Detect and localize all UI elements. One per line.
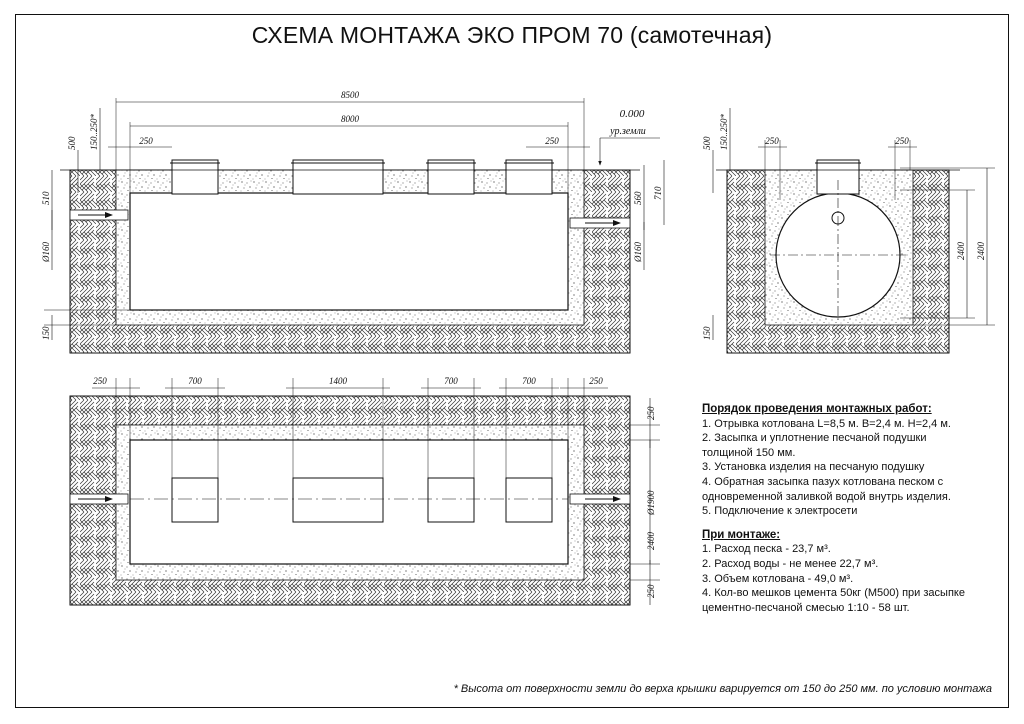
notes-heading-procedure: Порядок проведения монтажных работ: xyxy=(702,403,932,415)
item-4-cont: цементно-песчаной смесью 1:10 - 58 шт. xyxy=(702,601,910,614)
step-4-cont: одновременной заливкой водой внутрь изде… xyxy=(702,490,951,503)
ground-level: 0.000 xyxy=(620,108,645,120)
step-2-cont: толщиной 150 мм. xyxy=(702,446,796,459)
dim-side-510: 510 xyxy=(41,191,51,205)
dim-end-h-inner: 2400 xyxy=(956,242,966,261)
side-hatch-3 xyxy=(427,159,475,195)
dim-end-h-outer: 2400 xyxy=(976,242,986,261)
dim-side-outlet: Ø160 xyxy=(633,242,643,263)
dim-side-710: 710 xyxy=(653,186,663,200)
dim-plan-width: 2400 xyxy=(646,532,656,551)
side-tank xyxy=(129,192,569,311)
dim-plan-diameter: Ø1900 xyxy=(646,490,656,516)
dim-side-right-gap: 250 xyxy=(545,136,559,146)
side-hatch-1 xyxy=(171,159,219,195)
step-5: 5. Подключение к электросети xyxy=(702,505,858,518)
page-title: СХЕМА МОНТАЖА ЭКО ПРОМ 70 (самотечная) xyxy=(251,22,773,48)
step-4: 4. Обратная засыпка пазух котлована песк… xyxy=(702,475,944,488)
item-4: 4. Кол-во мешков цемента 50кг (М500) при… xyxy=(702,587,965,600)
footnote: * Высота от поверхности земли до верха к… xyxy=(453,683,992,695)
dim-plan-hatch1: 700 xyxy=(188,376,202,386)
dim-end-cover: 500 xyxy=(702,136,712,150)
dim-side-cover-var: 150..250* xyxy=(89,114,99,151)
dim-side-cover: 500 xyxy=(67,136,77,150)
side-hatch-4 xyxy=(505,159,553,195)
dim-end-bottom: 150 xyxy=(702,326,712,340)
dim-side-inlet: Ø160 xyxy=(41,242,51,263)
drawing-frame xyxy=(15,14,1009,708)
dim-end-cover-var: 150..250* xyxy=(719,114,729,151)
ground-label: ур.земли xyxy=(609,126,646,137)
item-1: 1. Расход песка - 23,7 м³. xyxy=(702,543,831,556)
end-view xyxy=(712,108,995,354)
plan-view xyxy=(69,378,660,606)
step-3: 3. Установка изделия на песчаную подушку xyxy=(702,461,925,474)
dim-side-bottom: 150 xyxy=(41,326,51,340)
item-3: 3. Объем котлована - 49,0 м³. xyxy=(702,572,854,585)
step-1: 1. Отрывка котлована L=8,5 м. B=2,4 м. H… xyxy=(702,417,951,430)
dim-plan-bottom: 250 xyxy=(646,584,656,598)
notes-heading-install: При монтаже: xyxy=(702,528,781,541)
dim-side-inner: 8000 xyxy=(341,114,360,124)
dim-plan-right-gap: 250 xyxy=(589,376,603,386)
side-hatch-2 xyxy=(292,159,384,195)
step-2: 2. Засыпка и уплотнение песчаной подушки xyxy=(702,432,927,445)
dim-plan-hatch2: 1400 xyxy=(329,376,348,386)
dim-plan-hatch4: 700 xyxy=(522,376,536,386)
dim-side-overall: 8500 xyxy=(341,90,360,100)
dim-end-right-gap: 250 xyxy=(895,136,909,146)
dim-plan-left-gap: 250 xyxy=(93,376,107,386)
side-view xyxy=(44,98,665,354)
dim-plan-hatch3: 700 xyxy=(444,376,458,386)
installation-notes: Порядок проведения монтажных работ: 1. О… xyxy=(702,402,1002,615)
dim-end-left-gap: 250 xyxy=(765,136,779,146)
dim-side-left-gap: 250 xyxy=(139,136,153,146)
item-2: 2. Расход воды - не менее 22,7 м³. xyxy=(702,557,879,570)
dim-side-560: 560 xyxy=(633,191,643,205)
dim-plan-top: 250 xyxy=(646,406,656,420)
